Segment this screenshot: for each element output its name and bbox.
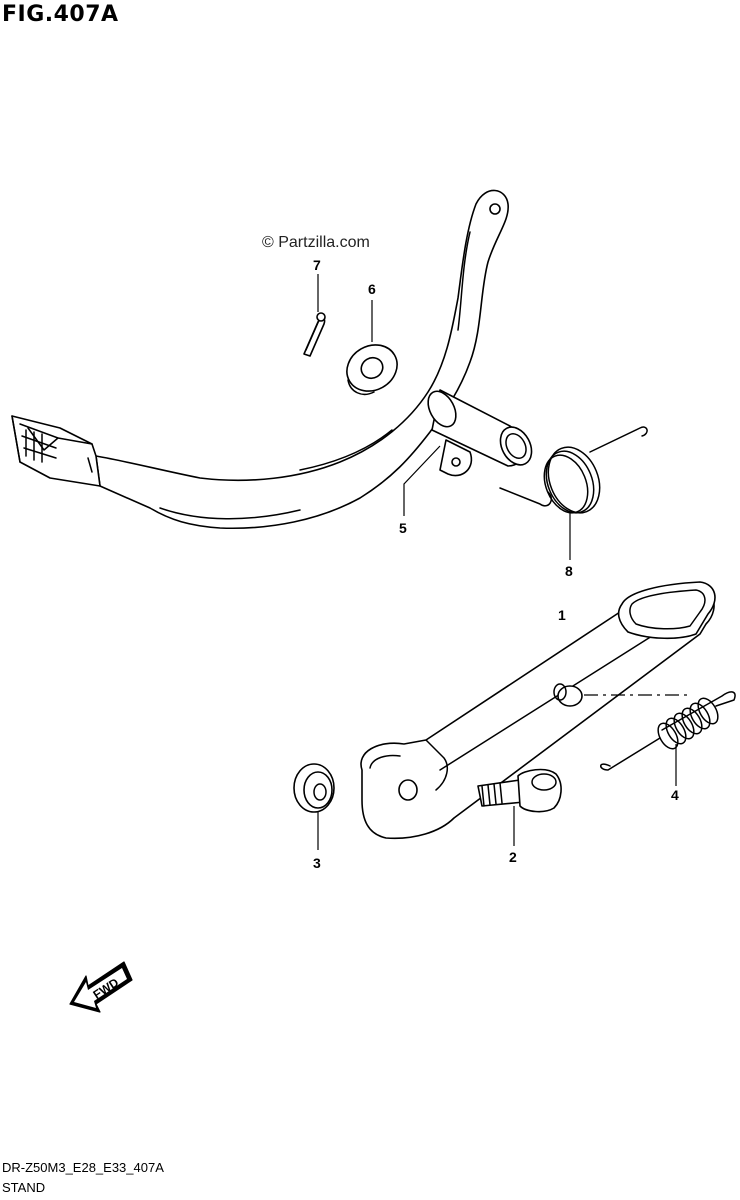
watermark: © Partzilla.com [262,234,370,251]
washer [346,344,398,396]
callout-1: 1 [558,607,566,623]
callout-6: 6 [368,281,376,297]
callout-2: 2 [509,849,517,865]
return-spring [499,426,648,514]
figure-title: FIG.407A [2,2,119,27]
cotter-pin [303,312,326,357]
leader-5 [403,445,441,516]
arrow-left-fwd-icon: FWD [69,961,133,1013]
callout-7: 7 [313,257,321,273]
callout-3: 3 [313,855,321,871]
collar-nut [293,763,335,813]
side-stand [360,581,716,840]
stand-spring [600,691,736,771]
diagram-code: DR-Z50M3_E28_E33_407A [2,1160,164,1175]
callout-8: 8 [565,563,573,579]
brake-pedal [11,189,533,530]
pivot-bolt [477,768,562,813]
diagram-name: STAND [2,1180,46,1195]
callout-5: 5 [399,520,407,536]
callout-4: 4 [671,787,679,803]
